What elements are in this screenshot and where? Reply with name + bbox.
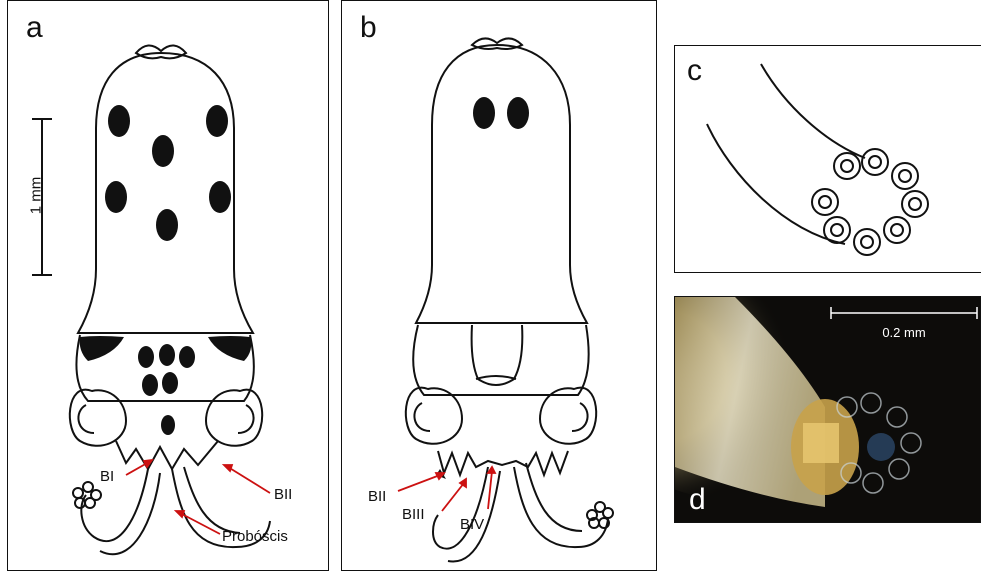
label-proboscis: Probóscis — [222, 528, 288, 545]
label-biv-b: BIV — [460, 516, 484, 533]
label-bi-a: BI — [100, 468, 114, 485]
label-bii-b: BII — [368, 488, 386, 505]
scale-label-d: 0.2 mm — [882, 325, 925, 340]
label-bii-a: BII — [274, 486, 292, 503]
panel-c-drawing — [675, 46, 981, 274]
panel-a-drawing: BI BII Probóscis — [8, 1, 330, 572]
panel-a: a — [7, 0, 329, 571]
proboscis-tip-b — [587, 502, 613, 528]
panel-d-image: 0.2 mm d — [675, 297, 981, 523]
panel-d-letter: d — [689, 483, 706, 516]
label-biii-b: BIII — [402, 506, 425, 523]
panel-b-drawing: BII BIII BIV — [342, 1, 658, 572]
scale-label-a: 1 mm — [28, 176, 45, 216]
body-outline-b — [416, 45, 587, 323]
panel-b: b — [341, 0, 657, 571]
panel-c: c — [674, 45, 981, 273]
proboscis-tip-a — [73, 482, 101, 508]
panel-d-photo: 0.2 mm d — [674, 296, 981, 523]
